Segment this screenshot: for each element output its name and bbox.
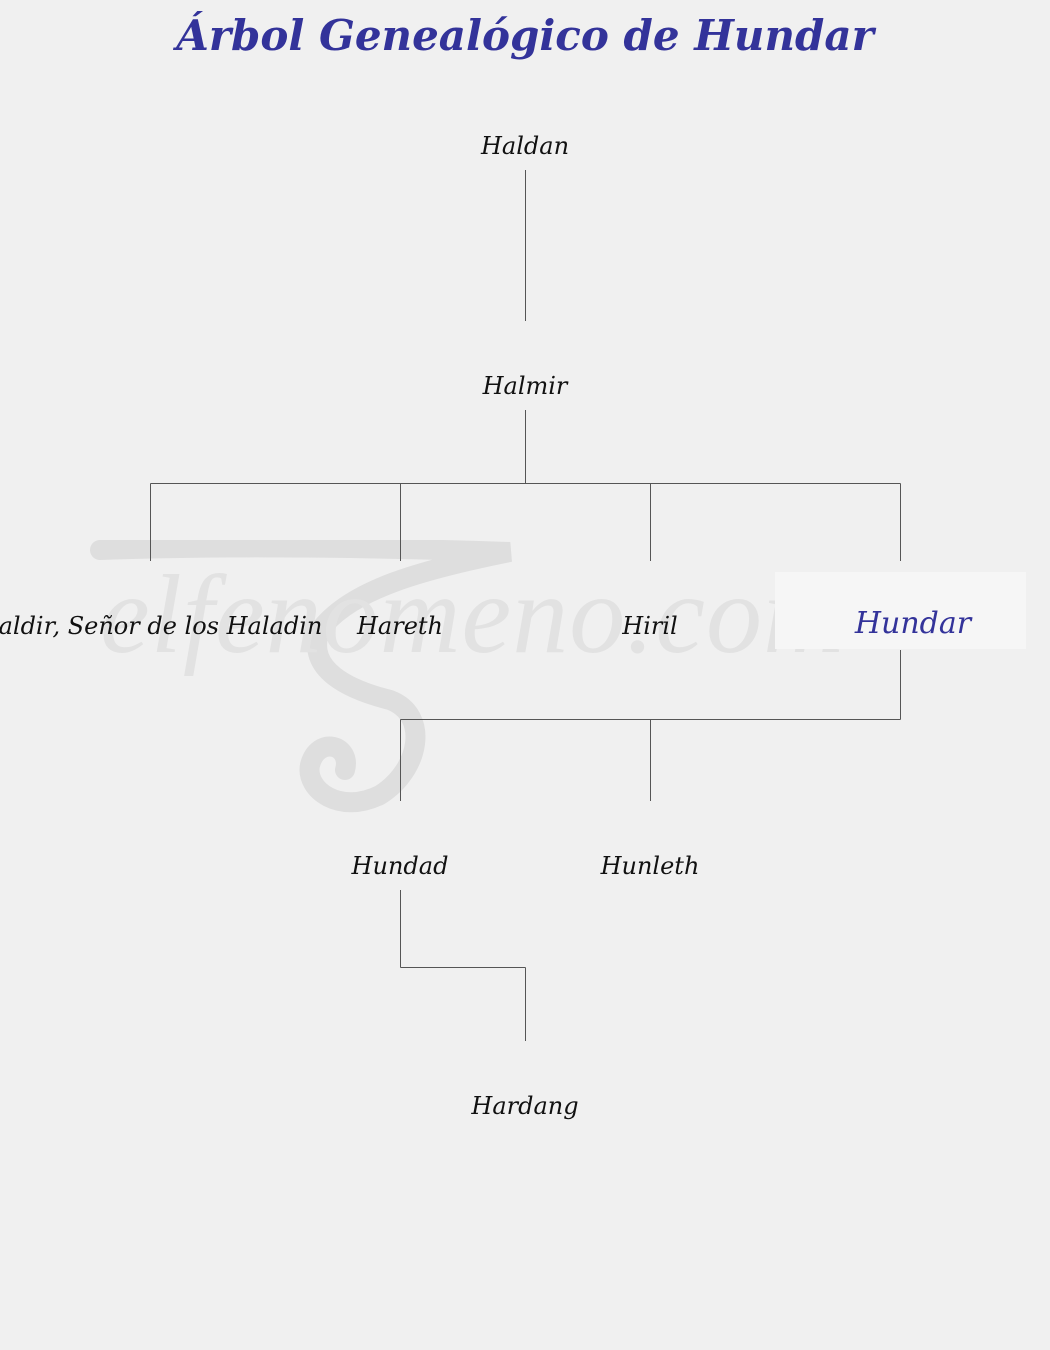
- page-title: Árbol Genealógico de Hundar: [176, 11, 874, 60]
- person-hareth[interactable]: Hareth: [356, 612, 444, 640]
- person-hundar-current[interactable]: Hundar: [854, 606, 972, 641]
- person-haldan[interactable]: Haldan: [480, 132, 570, 160]
- person-hardang[interactable]: Hardang: [471, 1092, 579, 1120]
- person-hundad[interactable]: Hundad: [351, 852, 449, 880]
- person-hunleth[interactable]: Hunleth: [600, 852, 700, 880]
- watermark-dragon-logo: [90, 540, 512, 813]
- person-halmir[interactable]: Halmir: [482, 372, 568, 400]
- person-haldir[interactable]: Haldir, Señor de los Haladin: [0, 612, 323, 640]
- watermark-text: elfenomeno.com: [100, 553, 845, 677]
- person-hiril[interactable]: Hiril: [622, 612, 678, 640]
- current-person-highlight: [775, 572, 1026, 649]
